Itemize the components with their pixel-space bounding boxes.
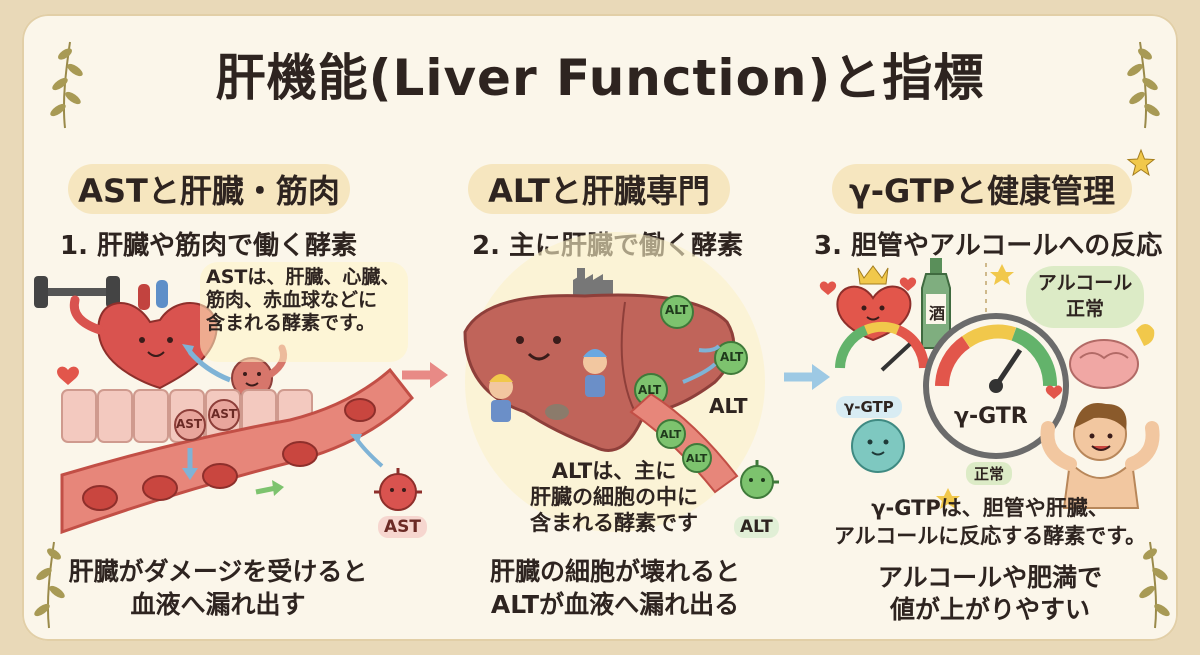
panel2-note: ALTは、主に 肝臓の細胞の中に 含まれる酵素です bbox=[530, 459, 698, 535]
alt-label: ALT bbox=[638, 383, 662, 397]
alcohol-normal-bubble: アルコール 正常 bbox=[1026, 266, 1144, 328]
normal-label: 正常 bbox=[966, 462, 1013, 485]
panel1-subtitle: 1. 肝臓や筋肉で働く酵素 bbox=[60, 231, 358, 261]
right-arrow-icon bbox=[784, 364, 830, 390]
ast-enzyme-bubble bbox=[208, 399, 240, 431]
small-heart-icon bbox=[1045, 385, 1063, 399]
brain-icon bbox=[1069, 339, 1139, 389]
sake-label: 酒 bbox=[929, 304, 946, 323]
alt-label: ALT bbox=[686, 452, 708, 465]
leaf-sprig-icon bbox=[1127, 41, 1160, 129]
alt-label: ALT bbox=[665, 303, 689, 317]
alt-enzyme-bubble bbox=[656, 419, 686, 449]
ast-label: AST bbox=[378, 516, 427, 538]
red-blood-cells-icon bbox=[82, 398, 376, 511]
alt-enzyme-bubble bbox=[682, 443, 712, 473]
alt-enzyme-bubble bbox=[714, 341, 748, 375]
alt-enzyme-bubble bbox=[660, 295, 694, 329]
panel1-illustration bbox=[34, 276, 422, 535]
right-arrow-icon bbox=[402, 362, 448, 388]
small-heart-icon bbox=[899, 277, 917, 291]
dumbbell-icon bbox=[34, 276, 120, 308]
star-icon bbox=[1126, 148, 1156, 177]
alt-label: ALT bbox=[720, 350, 744, 364]
panel2-heading: ALTと肝臓専門 bbox=[468, 164, 730, 214]
light-bulb-icon bbox=[1136, 324, 1155, 346]
leaf-sprig-icon bbox=[1139, 541, 1170, 629]
small-gauge-label: γ-GTP bbox=[836, 396, 902, 418]
ast-label: AST bbox=[176, 417, 203, 431]
ast-enzyme-virus-icon bbox=[374, 468, 422, 511]
small-arrow-icon bbox=[255, 485, 277, 495]
ast-label: AST bbox=[211, 407, 238, 421]
ast-enzyme-bubble bbox=[174, 409, 206, 441]
big-gauge-icon bbox=[923, 313, 1069, 459]
bile-duct-character-icon bbox=[851, 419, 905, 473]
leaf-sprig-icon bbox=[34, 541, 65, 629]
panel3-note: γ-GTPは、胆管や肝臓、 アルコールに反応する酵素です。 bbox=[833, 496, 1147, 548]
alt-enzyme-virus-icon bbox=[740, 460, 779, 499]
leaf-sprig-icon bbox=[50, 41, 83, 129]
worker-character-icon bbox=[489, 374, 513, 422]
alt-label: ALT bbox=[734, 516, 779, 538]
small-heart-icon bbox=[57, 366, 79, 385]
small-gauge-icon bbox=[835, 321, 929, 372]
panel2-illustration bbox=[463, 232, 779, 532]
curved-arrow-icon bbox=[188, 350, 231, 383]
panel3-heading: γ-GTPと健康管理 bbox=[832, 164, 1132, 214]
debris-icon bbox=[545, 404, 569, 420]
page-title: 肝機能(Liver Function)と指標 bbox=[215, 49, 985, 107]
crown-icon bbox=[857, 265, 889, 285]
panel3-illustration bbox=[819, 258, 1160, 509]
panel1-caption: 肝臓がダメージを受けると 血液へ漏れ出す bbox=[68, 557, 368, 619]
big-gauge-label: γ-GTR bbox=[954, 404, 1028, 429]
heart-character-icon bbox=[69, 280, 218, 390]
panel3-caption: アルコールや肥満で 値が上がりやすい bbox=[877, 563, 1103, 624]
panel3-subtitle: 3. 胆管やアルコールへの反応 bbox=[814, 231, 1163, 261]
small-heart-icon bbox=[819, 281, 837, 295]
alt-label: ALT bbox=[709, 394, 748, 418]
healthy-person-icon bbox=[1040, 403, 1160, 509]
worker-character-icon bbox=[583, 349, 607, 397]
panel2-caption: 肝臓の細胞が壊れると ALTが血液へ漏れ出る bbox=[489, 557, 740, 619]
sake-bottle-icon bbox=[921, 258, 951, 349]
panel1-note: ASTは、肝臓、心臓、 筋肉、赤血球などに 含まれる酵素です。 bbox=[200, 262, 408, 362]
star-icon bbox=[990, 264, 1014, 285]
alt-label: ALT bbox=[660, 428, 682, 441]
panel1-heading: ASTと肝臓・筋肉 bbox=[68, 164, 350, 214]
star-icon bbox=[936, 488, 960, 509]
